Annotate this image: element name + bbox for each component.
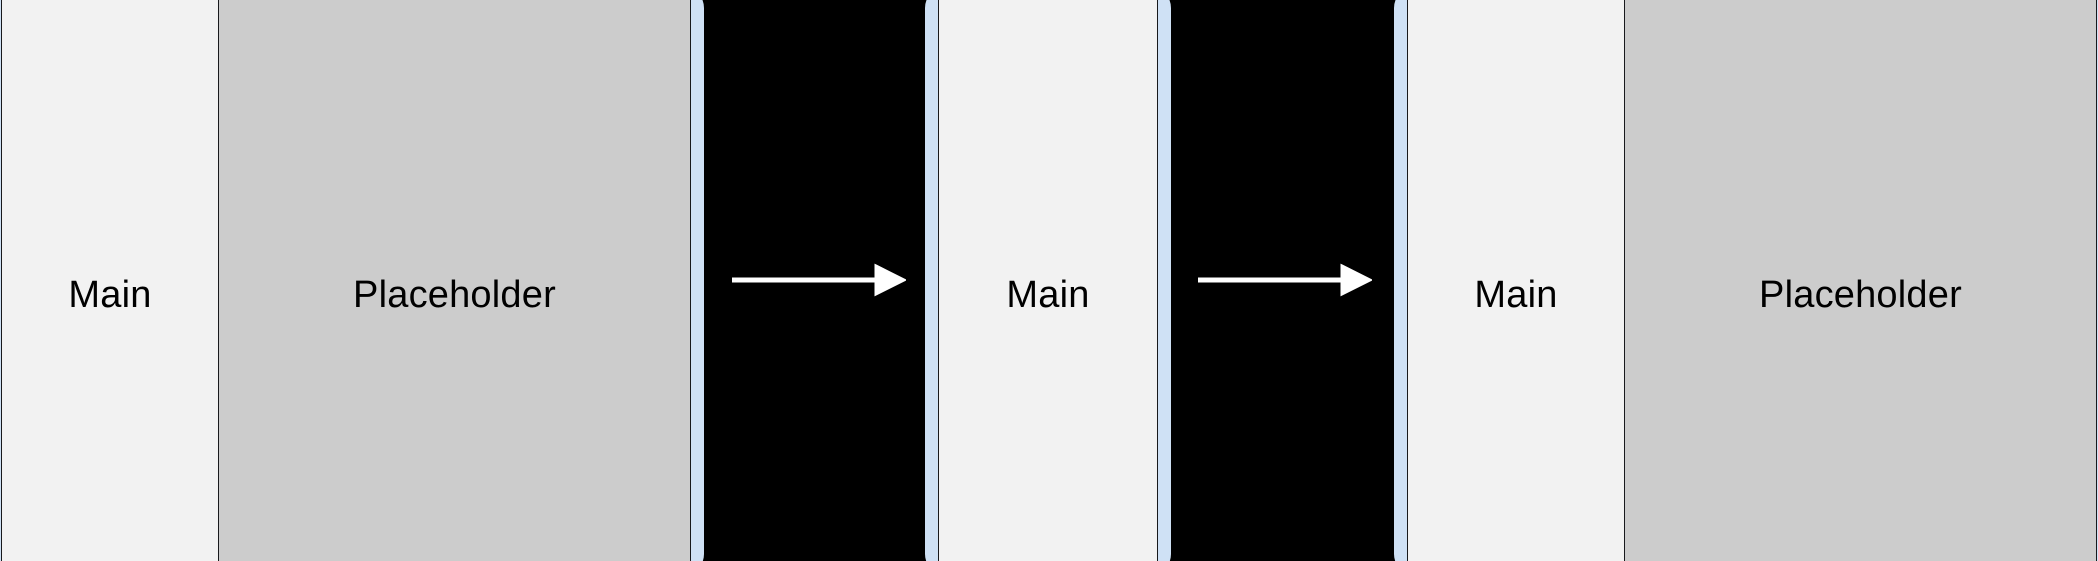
device-frame-split-view-after: Main Placeholder bbox=[1394, 0, 2098, 561]
frame-screen: Main Placeholder bbox=[1, 0, 691, 561]
panel-main-label: Main bbox=[1474, 274, 1558, 316]
transition-arrow-2-icon bbox=[1196, 258, 1372, 302]
panel-placeholder[interactable]: Placeholder bbox=[1624, 0, 2096, 561]
arrow-right-icon bbox=[732, 263, 906, 297]
panel-placeholder-label: Placeholder bbox=[1759, 274, 1962, 316]
panel-main[interactable]: Main bbox=[1408, 0, 1624, 561]
frame-screen: Main Placeholder bbox=[1407, 0, 2097, 561]
device-frame-compact-view: Main bbox=[925, 0, 1171, 561]
panel-main-label: Main bbox=[1006, 274, 1090, 316]
transition-arrow-1-icon bbox=[730, 258, 906, 302]
frame-screen: Main bbox=[938, 0, 1158, 561]
panel-placeholder[interactable]: Placeholder bbox=[218, 0, 690, 561]
panel-main-label: Main bbox=[68, 274, 152, 316]
panel-main[interactable]: Main bbox=[939, 0, 1157, 561]
device-frame-split-view-before: Main Placeholder bbox=[0, 0, 704, 561]
arrow-right-icon bbox=[1198, 263, 1372, 297]
panel-placeholder-label: Placeholder bbox=[353, 274, 556, 316]
panel-main[interactable]: Main bbox=[2, 0, 218, 561]
